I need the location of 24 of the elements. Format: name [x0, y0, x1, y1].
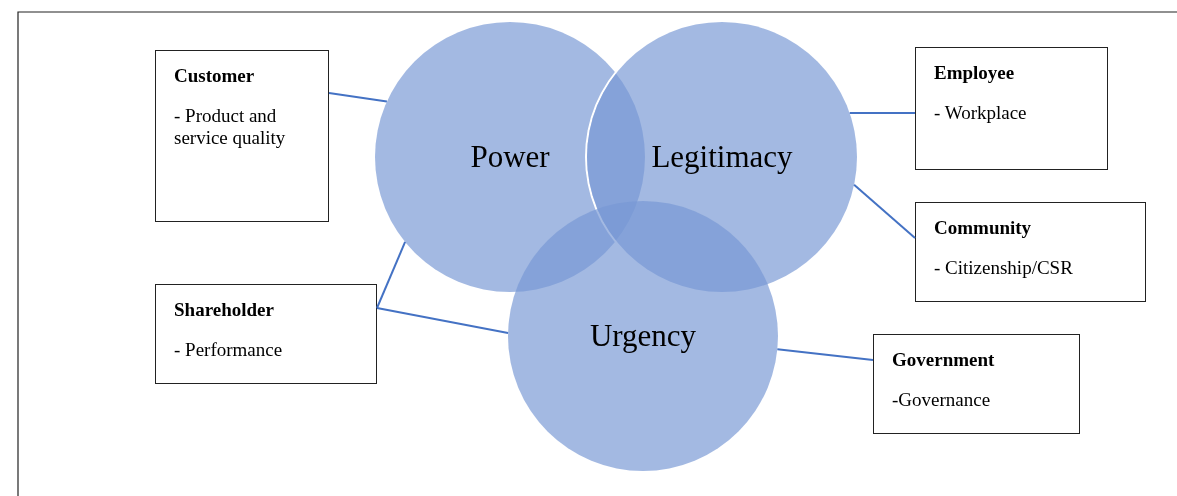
connector-line	[376, 240, 407, 309]
stakeholder-title: Shareholder	[174, 299, 275, 321]
stakeholder-interest: - Product and service quality	[174, 105, 287, 149]
stakeholder-box	[915, 202, 1146, 302]
circle-label: Power	[470, 139, 550, 175]
stakeholder-interest: - Performance	[174, 339, 284, 361]
stakeholder-interest: - Citizenship/CSR	[934, 257, 1074, 279]
connector-line	[328, 92, 388, 103]
circle-label: Legitimacy	[651, 139, 793, 175]
connector-line	[776, 348, 874, 361]
connector-line	[848, 112, 916, 115]
stakeholder-box	[155, 50, 329, 222]
stakeholder-box	[873, 334, 1080, 434]
stakeholder-title: Government	[892, 349, 996, 371]
connector-line	[376, 307, 510, 335]
circle-label: Urgency	[589, 318, 697, 354]
stakeholder-title: Employee	[934, 62, 1016, 84]
stakeholder-box	[915, 47, 1108, 170]
stakeholder-title: Community	[934, 217, 1033, 239]
stakeholder-box	[155, 284, 377, 384]
stakeholder-interest: -Governance	[892, 389, 992, 411]
stakeholder-title: Customer	[174, 65, 256, 87]
connector-line	[853, 183, 916, 239]
stakeholder-interest: - Workplace	[934, 102, 1028, 124]
